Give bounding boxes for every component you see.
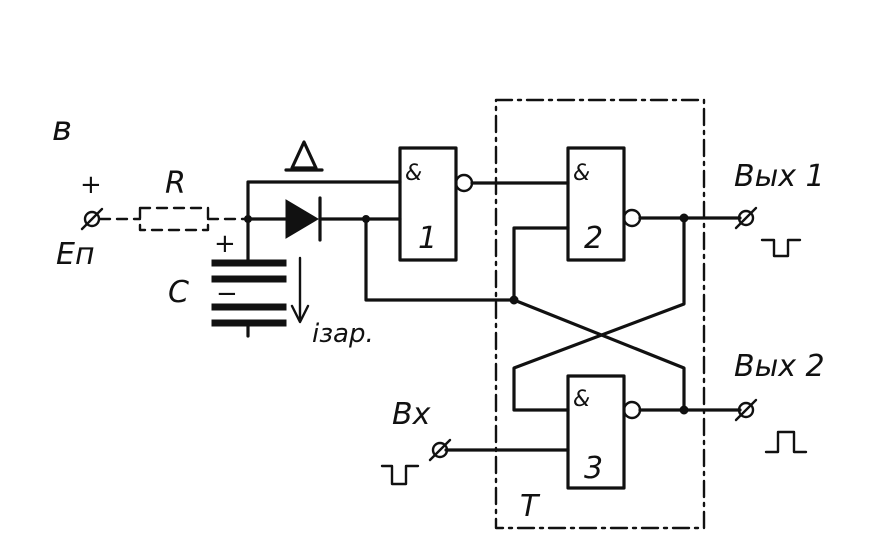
supply-terminal: + Еп (56, 170, 104, 272)
gate-3-inverter-bubble (622, 400, 642, 420)
output-2-pulse-icon (764, 430, 808, 454)
output-2-label: Вых 2 (734, 349, 825, 384)
gate-1-inverter-bubble (454, 173, 474, 193)
gate-1: & 1 (398, 146, 570, 262)
capacitor-minus-sign: − (216, 279, 238, 309)
gate-3-symbol: & (573, 387, 590, 412)
gate-1-number: 1 (418, 221, 437, 256)
gate-2-body (566, 146, 626, 262)
resistor-label: R (165, 166, 186, 201)
input-pulse-icon (380, 464, 420, 486)
gate-2-number: 2 (584, 221, 603, 256)
gate-2: & 2 (512, 146, 742, 302)
gate-3: & 3 (444, 374, 742, 490)
trigger-frame (494, 98, 706, 530)
diode-triangle (285, 199, 319, 239)
gate-1-body (398, 146, 458, 262)
diode-d: Д (246, 140, 402, 242)
trigger-label: Т (520, 489, 541, 524)
gate-3-body (566, 374, 626, 490)
capacitor-plate-top (211, 259, 287, 267)
capacitor-plus-sign: + (214, 229, 236, 259)
supply-label: Еп (56, 237, 95, 272)
resistor-body (138, 206, 210, 232)
output-1-terminal: Вых 1 (734, 159, 825, 258)
wire-feedback-low (364, 217, 516, 302)
figure-letter: в (52, 109, 72, 149)
input-terminal: Вх (380, 397, 452, 486)
input-label: Вх (392, 397, 431, 432)
wire-cross-b (512, 298, 686, 412)
charge-current-label: iзар. (312, 319, 374, 349)
supply-plus-sign: + (80, 170, 102, 200)
capacitor-label: С (168, 275, 189, 310)
capacitor-plate-bottom (211, 303, 287, 311)
resistor-r: R (98, 166, 250, 232)
gate-2-symbol: & (573, 161, 590, 186)
gate-2-inverter-bubble (622, 208, 642, 228)
output-1-pulse-icon (760, 238, 802, 258)
gate-1-symbol: & (405, 161, 422, 186)
gate-3-number: 3 (584, 451, 603, 486)
arrow-head-icon (290, 304, 310, 324)
output-2-terminal: Вых 2 (734, 349, 825, 454)
capacitor-c: С + − (168, 217, 287, 338)
output-1-label: Вых 1 (734, 159, 825, 194)
wire-cross-a (512, 216, 686, 412)
wire-bypass (246, 180, 402, 221)
charge-current-arrow: iзар. (290, 256, 374, 349)
